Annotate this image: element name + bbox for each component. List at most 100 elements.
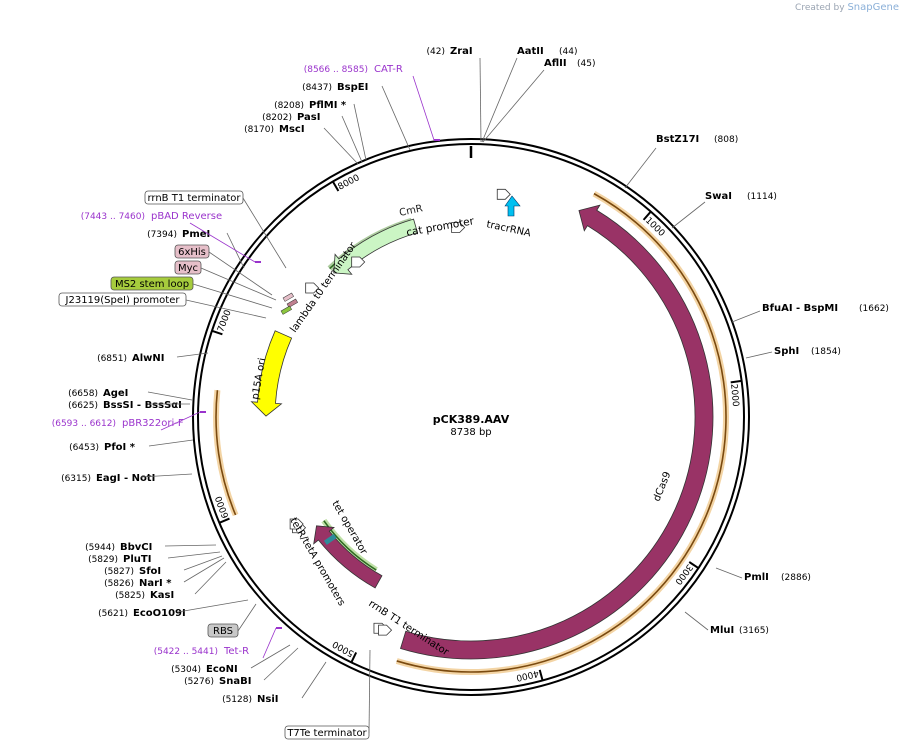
leader-line bbox=[671, 201, 706, 229]
site-position: (8437) bbox=[302, 83, 332, 93]
site-name: EcoO109I bbox=[133, 608, 186, 619]
site-label: (5304)EcoNI bbox=[171, 664, 238, 675]
plasmid-length: 8738 bp bbox=[450, 427, 491, 438]
site-label: BfuAI - BspMI(1662) bbox=[762, 303, 889, 314]
label-box bbox=[144, 190, 244, 205]
site-label: (6658)AgeI bbox=[68, 388, 128, 399]
leader-line bbox=[624, 147, 657, 189]
site-position: (6625) bbox=[68, 401, 98, 411]
boxed-feature-label: J23119(SpeI) promoter bbox=[58, 292, 187, 307]
site-label: (6453)PfoI * bbox=[69, 442, 136, 453]
tag-mark bbox=[286, 298, 299, 308]
site-name: PflMI * bbox=[309, 100, 347, 111]
site-name: AgeI bbox=[103, 388, 128, 399]
site-position: (44) bbox=[559, 47, 577, 57]
site-label: PmlI(2886) bbox=[744, 572, 811, 583]
tick-mark bbox=[350, 652, 358, 663]
site-position: (7394) bbox=[147, 230, 177, 240]
site-name: BssSI - BssSαI bbox=[103, 400, 182, 411]
leader-line bbox=[160, 411, 201, 431]
site-label: BstZ17I (808) bbox=[656, 134, 738, 145]
site-label: SphI(1854) bbox=[774, 346, 841, 357]
site-position: (1854) bbox=[811, 347, 841, 357]
site-name: BstZ17I bbox=[656, 134, 699, 145]
site-position: (5621) bbox=[98, 609, 128, 619]
primer-arc bbox=[396, 192, 727, 673]
leader-line bbox=[200, 267, 277, 301]
leader-line bbox=[176, 352, 209, 358]
leader-line bbox=[192, 283, 273, 309]
small-feature-arrow bbox=[351, 256, 366, 268]
leader-line bbox=[353, 103, 367, 161]
tick-label: 8000 bbox=[337, 173, 362, 193]
site-name: PfoI * bbox=[104, 442, 136, 453]
leader-line bbox=[183, 555, 223, 571]
site-name: SwaI bbox=[705, 191, 732, 202]
feature-label-tetr: TetR bbox=[335, 606, 360, 627]
site-position: (5276) bbox=[184, 677, 214, 687]
site-name: EagI - NotI bbox=[96, 473, 155, 484]
site-label: (5829)PluTI bbox=[88, 554, 151, 565]
site-position: (8170) bbox=[244, 125, 274, 135]
tick-label: 5000 bbox=[331, 638, 356, 658]
site-label: SwaI(1114) bbox=[705, 191, 777, 202]
leader-line bbox=[412, 75, 435, 141]
primer-arc bbox=[215, 390, 237, 516]
small-feature-arrow bbox=[496, 188, 511, 200]
site-name: PmeI bbox=[182, 229, 210, 240]
snapgene-brand: Created by SnapGene bbox=[795, 2, 899, 13]
leader-line bbox=[731, 310, 761, 323]
site-name: KasI bbox=[150, 590, 174, 601]
primer-range: (5422 .. 5441) bbox=[154, 647, 218, 657]
site-name: MluI bbox=[710, 625, 734, 636]
site-name: AflII bbox=[544, 58, 567, 69]
small-feature-arrow bbox=[305, 282, 320, 294]
site-label: (6625) BssSI - BssSαI bbox=[68, 400, 182, 411]
boxed-feature-label: 6xHis bbox=[174, 244, 210, 259]
primer-label: (8566 .. 8585)CAT-R bbox=[304, 64, 403, 75]
site-name: BbvCI bbox=[120, 542, 152, 553]
tracrrna-arrow bbox=[504, 195, 521, 217]
site-position: (808) bbox=[714, 135, 738, 145]
plasmid-name: pCK389.AAV bbox=[433, 413, 510, 426]
site-position: (8208) bbox=[274, 101, 304, 111]
tick-mark bbox=[218, 517, 230, 524]
site-position: (45) bbox=[577, 59, 595, 69]
boxed-feature-name: Myc bbox=[178, 263, 198, 274]
site-position: (2886) bbox=[781, 573, 811, 583]
leader-line bbox=[262, 627, 277, 659]
site-position: (5827) bbox=[104, 567, 134, 577]
site-position: (6851) bbox=[97, 354, 127, 364]
feature-label-lambda-t0: lambda t0 terminator bbox=[288, 240, 359, 335]
site-name: PluTI bbox=[123, 554, 151, 565]
primer-label: (6593 .. 6612)pBR322ori-F bbox=[52, 418, 184, 429]
backbone-outer bbox=[192, 138, 750, 696]
site-label: (8202)PasI bbox=[262, 112, 320, 123]
primer-name: pBAD Reverse bbox=[151, 211, 222, 222]
site-label: AflII (45) bbox=[544, 58, 595, 69]
site-name: MscI bbox=[279, 124, 305, 135]
leader-line bbox=[185, 299, 267, 319]
site-position: (5944) bbox=[85, 543, 115, 553]
tick-mark bbox=[688, 561, 699, 569]
site-name: BfuAI - BspMI bbox=[762, 303, 838, 314]
primer-name: Tet-R bbox=[223, 646, 249, 657]
primer-name: pBR322ori-F bbox=[122, 418, 184, 429]
leader-line bbox=[481, 57, 518, 143]
site-label: (6851)AlwNI bbox=[97, 353, 164, 364]
site-label: AatII(44) bbox=[517, 46, 577, 57]
boxed-feature-label: rrnB T1 terminator bbox=[144, 190, 244, 205]
leader-line bbox=[237, 603, 257, 632]
site-name: SfoI bbox=[139, 566, 161, 577]
leader-line bbox=[341, 115, 363, 163]
site-label: (8208) PflMI * bbox=[274, 100, 347, 111]
site-position: (6315) bbox=[61, 474, 91, 484]
site-label: (5825)KasI bbox=[115, 590, 174, 601]
feature-p15a-ori bbox=[250, 330, 293, 417]
leader-line bbox=[684, 611, 709, 631]
feature-label-dcas9: dCas9 bbox=[652, 470, 674, 503]
primer-name: CAT-R bbox=[374, 64, 403, 75]
site-label: MluI(3165) bbox=[710, 625, 769, 636]
